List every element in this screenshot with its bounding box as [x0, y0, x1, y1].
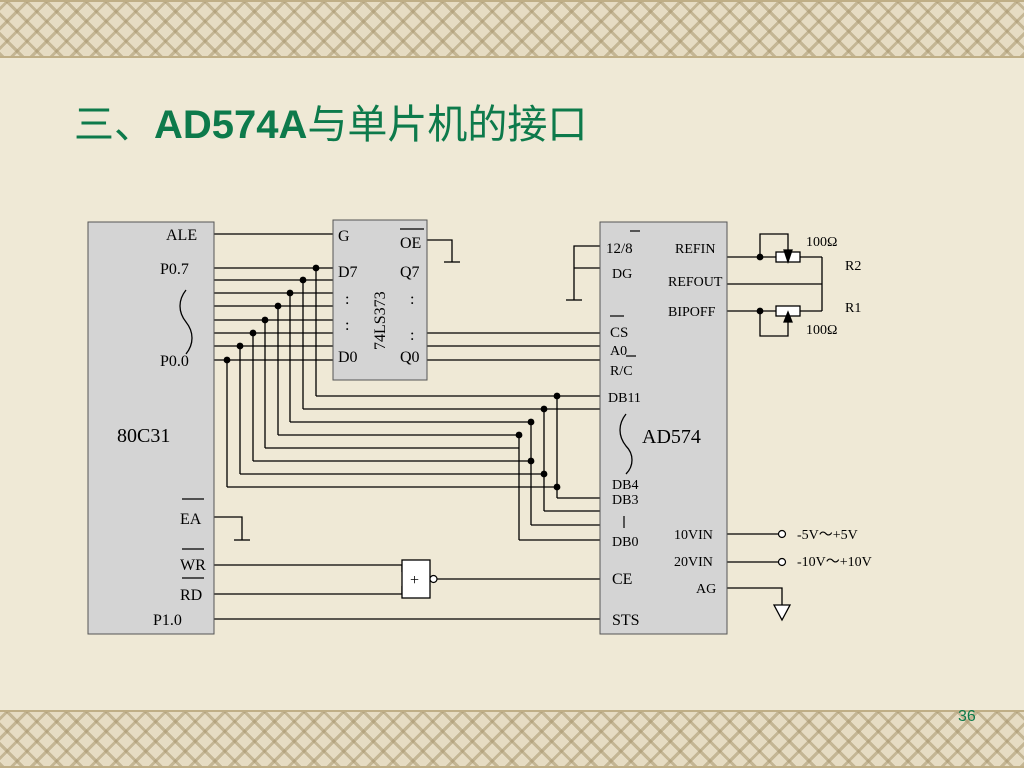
input-terminals — [777, 529, 787, 567]
pin-a0: A0 — [610, 344, 627, 359]
label-range-10v: -10V～+10V — [797, 555, 872, 570]
slide-title: 三、AD574A与单片机的接口 — [74, 92, 587, 150]
pin-db4: DB4 — [612, 478, 638, 493]
overbars — [182, 228, 640, 579]
chip-74ls373 — [332, 219, 428, 381]
wires — [214, 233, 823, 620]
arrow-r1-wiper — [783, 310, 793, 323]
arrow-r2-wiper — [783, 249, 793, 265]
pin-rd: RD — [180, 587, 202, 604]
mcu-bus-brace — [179, 289, 193, 355]
or-gate-symbol: + — [410, 572, 419, 589]
pin-q7: Q7 — [400, 264, 420, 281]
label-range-5v: -5V～+5V — [797, 528, 858, 543]
or-gate — [401, 559, 431, 599]
pin-p07: P0.7 — [160, 261, 189, 278]
or-gate-inverter-bubble — [429, 574, 438, 584]
latch-dots-right-1: : — [410, 291, 414, 308]
pin-cs: CS — [610, 325, 628, 341]
chip-name-80c31: 80C31 — [117, 425, 170, 447]
adc-bus-brace — [619, 413, 633, 475]
label-r2: R2 — [845, 259, 861, 274]
pin-rc: R/C — [610, 364, 633, 379]
pin-p00: P0.0 — [160, 353, 189, 370]
chip-name-ad574: AD574 — [642, 426, 701, 448]
latch-dots-left-2: : — [345, 317, 349, 334]
pin-bipoff: BIPOFF — [668, 305, 716, 320]
decorative-top-border — [0, 0, 1024, 58]
pin-ale: ALE — [166, 227, 197, 244]
pin-wr: WR — [180, 557, 206, 574]
pin-oe: OE — [400, 235, 421, 252]
resistors — [772, 249, 801, 622]
pin-db0: DB0 — [612, 535, 638, 550]
label-r2-value: 100Ω — [806, 235, 837, 250]
chip-name-74ls373: 74LS373 — [372, 291, 389, 350]
chip-ad574 — [599, 221, 728, 635]
pin-db3: DB3 — [612, 493, 638, 508]
title-suffix: 与单片机的接口 — [307, 102, 588, 148]
title-chip: AD574A — [154, 103, 308, 147]
pin-d0: D0 — [338, 349, 358, 366]
pin-refout: REFOUT — [668, 275, 723, 290]
label-r1-value: 100Ω — [806, 323, 837, 338]
pin-dg: DG — [612, 267, 632, 282]
pin-db11: DB11 — [608, 391, 641, 406]
junction-dots — [223, 253, 764, 491]
label-r1: R1 — [845, 301, 861, 316]
pin-12-8: 12/8 — [606, 241, 633, 257]
pin-ag: AG — [696, 582, 716, 597]
pin-d7: D7 — [338, 264, 358, 281]
pin-ea: EA — [180, 511, 202, 528]
pin-10vin: 10VIN — [674, 528, 713, 543]
pin-p10: P1.0 — [153, 612, 182, 629]
pin-q0: Q0 — [400, 349, 420, 366]
terminal-20vin — [777, 557, 787, 567]
latch-dots-right-2: : — [410, 327, 414, 344]
pin-refin: REFIN — [675, 242, 715, 257]
ag-ground-symbol — [772, 604, 792, 622]
title-prefix: 三、 — [74, 102, 154, 148]
decorative-bottom-border — [0, 710, 1024, 768]
latch-dots-left-1: : — [345, 291, 349, 308]
chip-80c31 — [87, 221, 215, 635]
pin-ce: CE — [612, 571, 632, 588]
page-number: 36 — [958, 708, 976, 725]
pin-20vin: 20VIN — [674, 555, 713, 570]
pin-sts: STS — [612, 612, 640, 629]
terminal-10vin — [777, 529, 787, 539]
pin-g: G — [338, 228, 350, 245]
